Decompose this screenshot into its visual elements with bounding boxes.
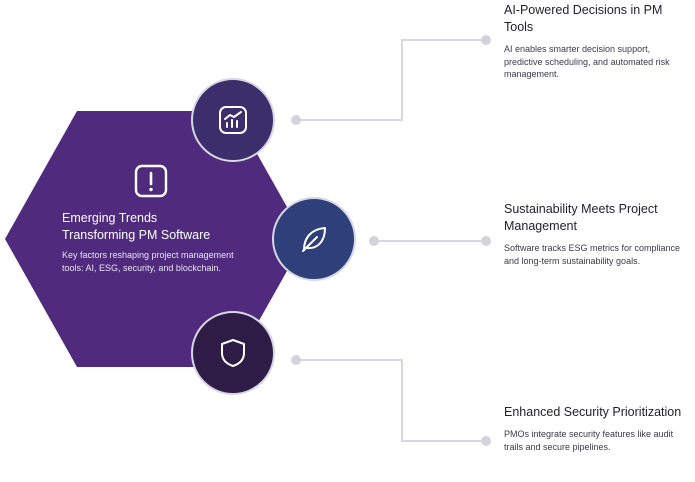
- item-security-title: Enhanced Security Prioritization: [504, 405, 682, 419]
- connector-dot-ai-start: [291, 115, 301, 125]
- connector-dot-security-end: [481, 436, 491, 446]
- item-security: Enhanced Security Prioritization PMOs in…: [504, 404, 689, 453]
- node-sustainability: [272, 197, 356, 281]
- leaf-icon: [302, 227, 326, 252]
- item-ai: AI-Powered Decisions in PM Tools AI enab…: [504, 2, 689, 81]
- item-security-description: PMOs integrate security features like au…: [504, 429, 674, 452]
- chart-trend-icon: [219, 106, 247, 134]
- connector-dot-security-start: [291, 355, 301, 365]
- center-title: Emerging Trends Transforming PM Software: [62, 210, 262, 244]
- alert-square-icon: [133, 163, 169, 199]
- center-title-line2: Transforming PM Software: [62, 228, 211, 242]
- item-ai-title: AI-Powered Decisions in PM Tools: [504, 3, 663, 34]
- connector-dot-ai-end: [481, 35, 491, 45]
- item-sustainability: Sustainability Meets Project Management …: [504, 201, 689, 267]
- central-hexagon: [5, 111, 305, 367]
- item-sustainability-description: Software tracks ESG metrics for complian…: [504, 243, 681, 266]
- connector-dot-sustainability-end: [481, 236, 491, 246]
- center-description: Key factors reshaping project management…: [62, 250, 234, 273]
- item-sustainability-title: Sustainability Meets Project Management: [504, 202, 658, 233]
- connector-dot-sustainability-start: [369, 236, 379, 246]
- item-ai-description: AI enables smarter decision support, pre…: [504, 44, 670, 79]
- center-title-line1: Emerging Trends: [62, 211, 158, 225]
- node-security: [191, 311, 275, 395]
- shield-icon: [221, 339, 245, 367]
- node-ai: [191, 78, 275, 162]
- connector-security: [296, 359, 486, 442]
- connector-ai: [296, 39, 486, 121]
